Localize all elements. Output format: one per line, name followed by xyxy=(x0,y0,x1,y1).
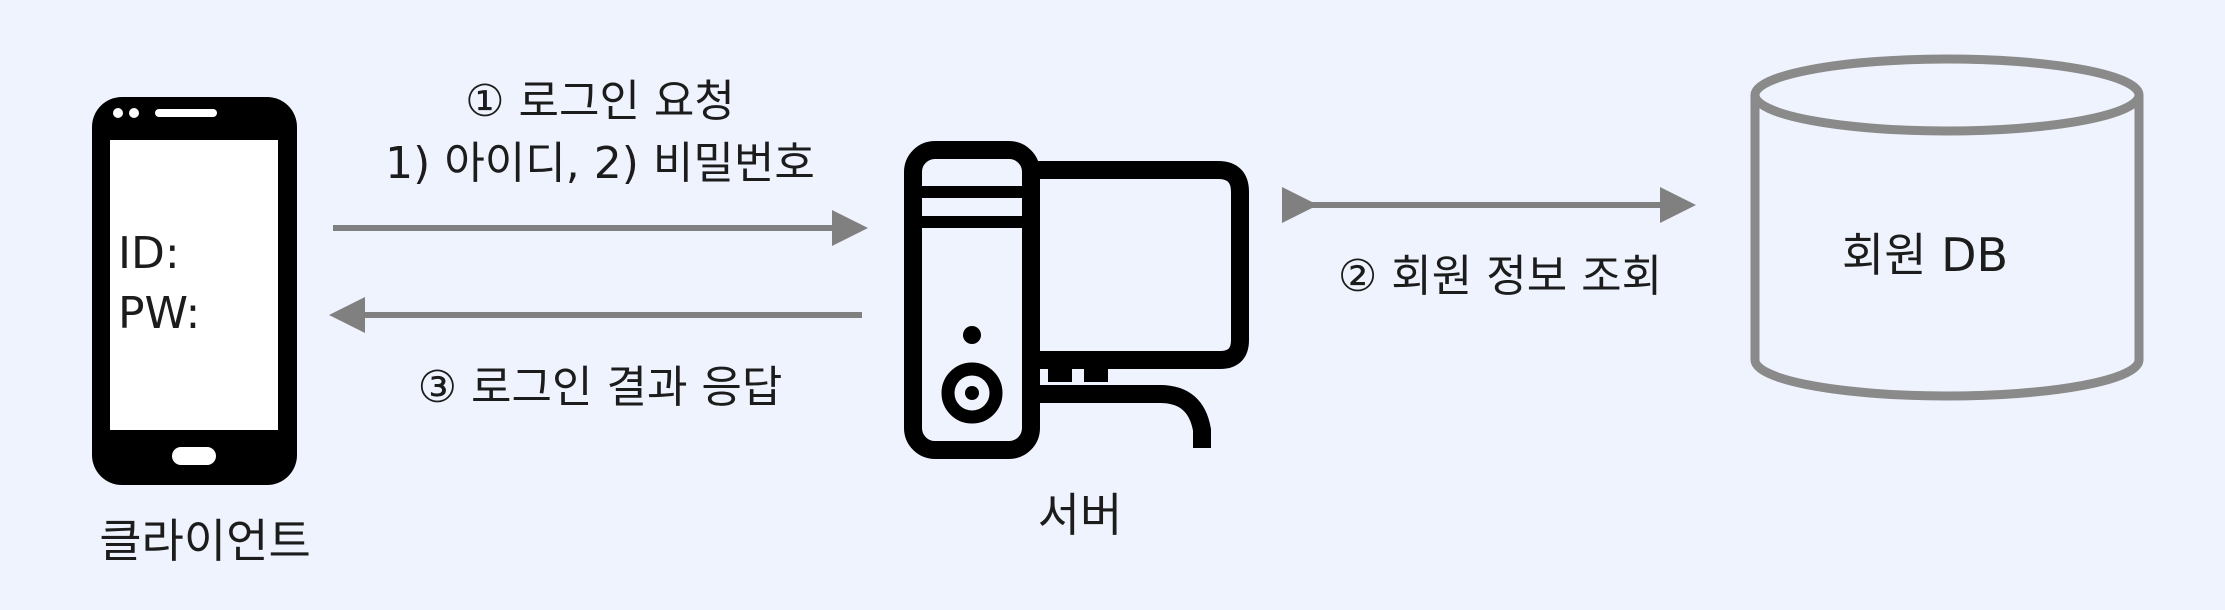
desktop-computer-icon xyxy=(904,141,1249,459)
database-caption: 회원 DB xyxy=(1841,228,2009,282)
computer-tower xyxy=(904,141,1040,459)
response-step-label: ③ 로그인 결과 응답 xyxy=(417,362,783,413)
smartphone-icon xyxy=(92,97,297,485)
id-field-label: ID: xyxy=(118,228,180,279)
monitor-stand xyxy=(1038,385,1211,448)
phone-sensor-dot xyxy=(129,108,139,118)
request-step-label: ① 로그인 요청 xyxy=(465,76,735,127)
request-detail-label: 1) 아이디, 2) 비밀번호 xyxy=(385,138,815,189)
phone-camera-dot xyxy=(113,108,123,118)
database-cylinder-icon xyxy=(1750,54,2144,401)
lookup-step-label: ② 회원 정보 조회 xyxy=(1337,251,1663,302)
database-top xyxy=(1750,54,2144,136)
phone-home-button xyxy=(172,447,216,465)
server-caption: 서버 xyxy=(1037,488,1123,542)
pw-field-label: PW: xyxy=(118,288,201,339)
power-led xyxy=(963,326,981,344)
computer-monitor xyxy=(1038,161,1249,369)
phone-speaker xyxy=(155,109,217,117)
client-caption: 클라이언트 xyxy=(99,514,311,568)
drive-disc xyxy=(941,362,1003,424)
